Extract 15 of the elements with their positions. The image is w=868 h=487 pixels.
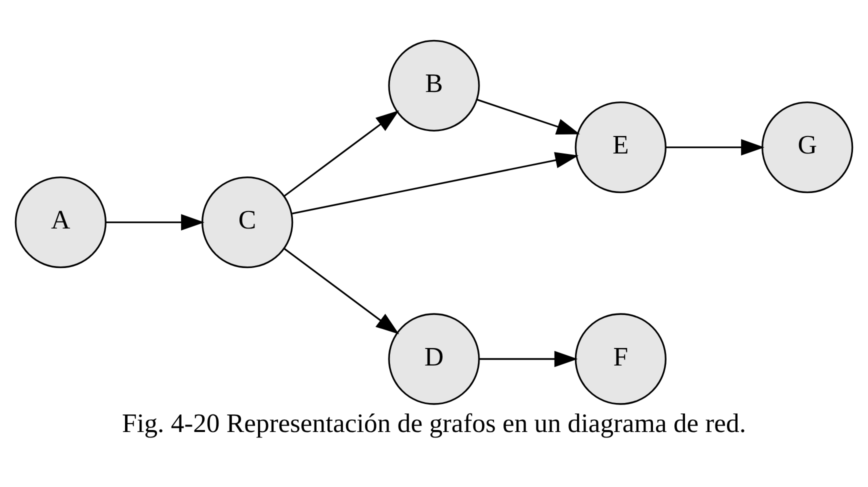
node-circle: D [388,312,480,404]
arrow [477,98,580,134]
arrow [284,110,400,196]
node-circle: A [14,176,106,268]
arrow [106,214,204,230]
node-circle: B [388,39,480,131]
node-circle: C [202,176,294,268]
arrow [666,138,764,155]
arrow [479,350,578,367]
node-circle: E [574,101,666,193]
node-circle: G [762,101,854,193]
caption: Fig. 4-20 Representación de grafos en un diagrama de red. [122,408,746,438]
arrow [284,248,400,334]
node-circle: F [574,312,666,404]
arrow [292,152,579,214]
